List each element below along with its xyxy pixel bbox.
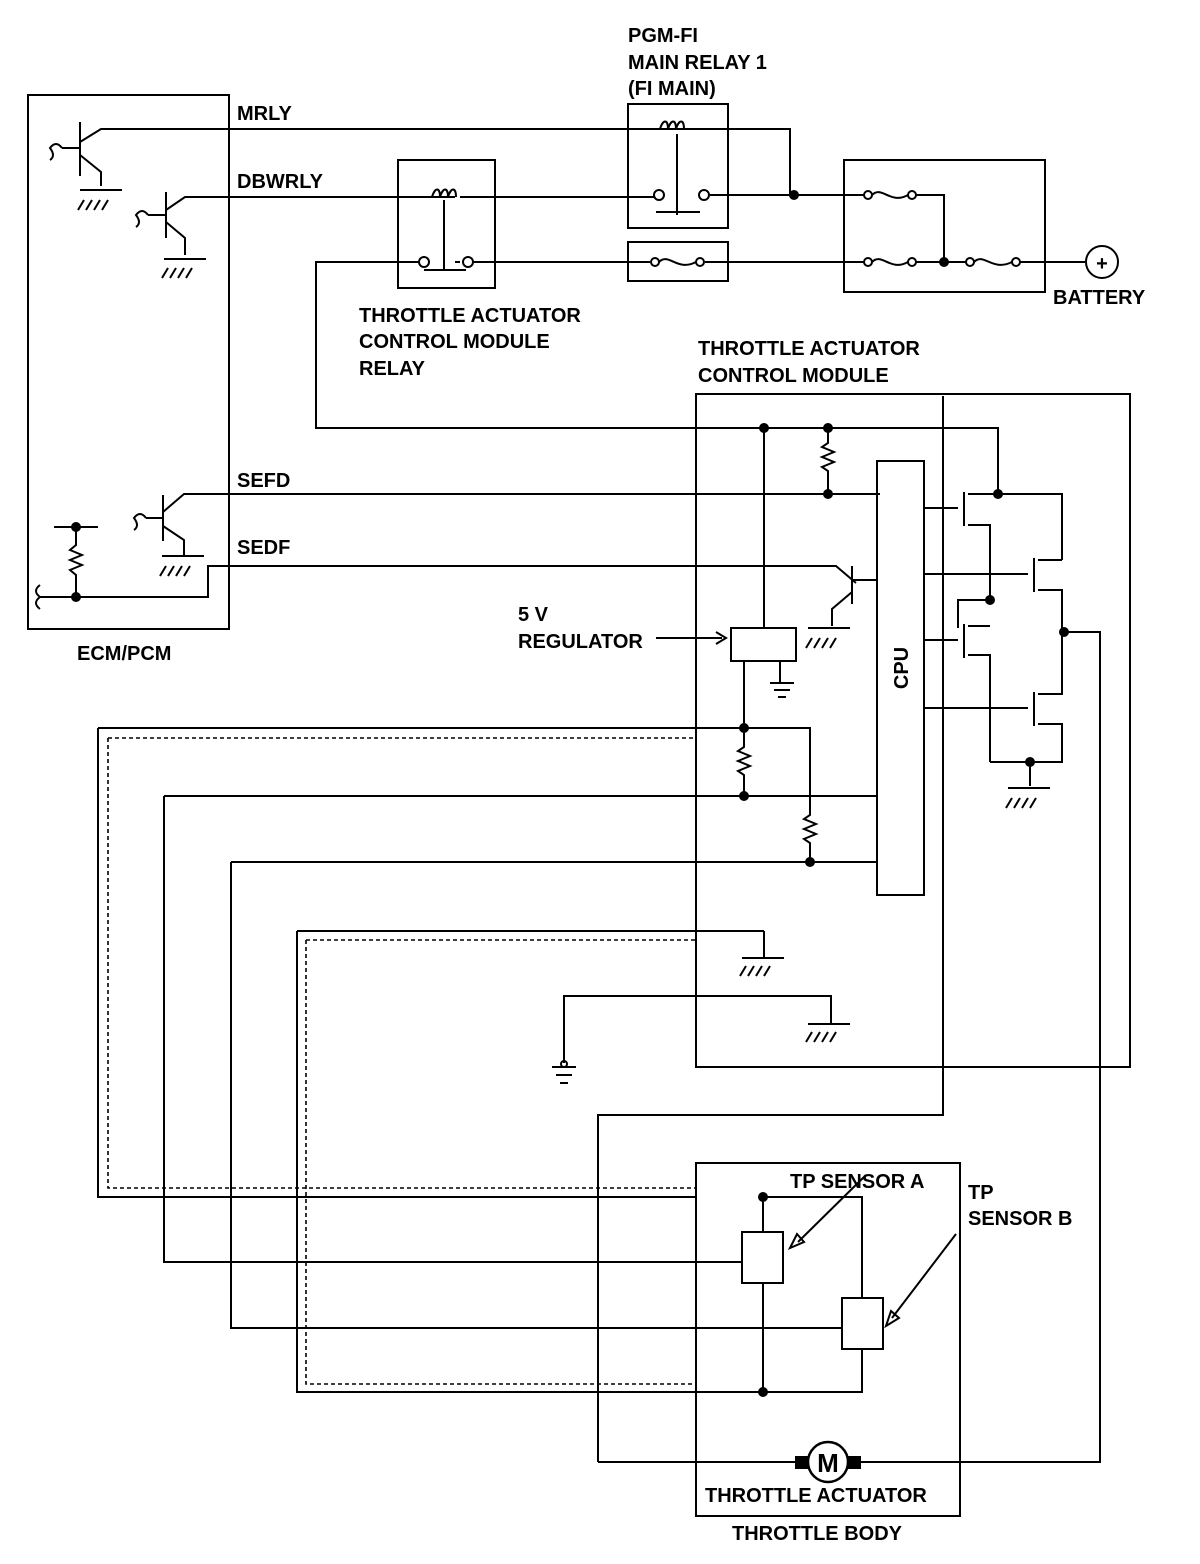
cpu-box [876, 460, 925, 896]
main-relay-1 [627, 103, 729, 229]
cpu-label: CPU [891, 647, 913, 689]
main-relay-title-2: MAIN RELAY 1 [628, 52, 767, 74]
motor-symbol [806, 1440, 850, 1484]
battery-symbol: + [1085, 245, 1119, 279]
tac-relay-label-1: THROTTLE ACTUATOR [359, 305, 581, 327]
tp-sensor-b-label-1: TP [968, 1182, 994, 1204]
svg-text:+: + [1096, 253, 1108, 275]
tp-sensor-b [841, 1297, 884, 1350]
ecm-pcm-label: ECM/PCM [77, 643, 171, 665]
regulator-label-2: REGULATOR [518, 631, 643, 653]
throttle-actuator-label: THROTTLE ACTUATOR [705, 1485, 927, 1507]
regulator-label-1: 5 V [518, 604, 549, 626]
regulator-box [730, 627, 797, 662]
main-relay-title-3: (FI MAIN) [628, 78, 716, 100]
throttle-body-label: THROTTLE BODY [732, 1523, 903, 1545]
tac-relay-label-2: CONTROL MODULE [359, 331, 550, 353]
tac-module [552, 393, 1131, 1463]
motor-label: M [817, 1448, 839, 1478]
sedf-label: SEDF [237, 537, 290, 559]
sefd-label: SEFD [237, 470, 290, 492]
throttle-body [598, 1162, 1100, 1517]
mrly-label: MRLY [237, 103, 292, 125]
battery-label: BATTERY [1053, 287, 1146, 309]
tp-sensor-a [741, 1231, 784, 1284]
tac-module-label-2: CONTROL MODULE [698, 365, 889, 387]
fuse-box [843, 159, 1085, 293]
tac-module-label-1: THROTTLE ACTUATOR [698, 338, 920, 360]
tp-sensor-a-label: TP SENSOR A [790, 1171, 924, 1193]
dbwrly-label: DBWRLY [237, 171, 324, 193]
tp-sensor-b-label-2: SENSOR B [968, 1208, 1072, 1230]
tac-relay [397, 159, 496, 289]
tac-relay-label-3: RELAY [359, 358, 426, 380]
main-relay-title-1: PGM-FI [628, 25, 698, 47]
ecm-pcm-box [27, 94, 880, 630]
